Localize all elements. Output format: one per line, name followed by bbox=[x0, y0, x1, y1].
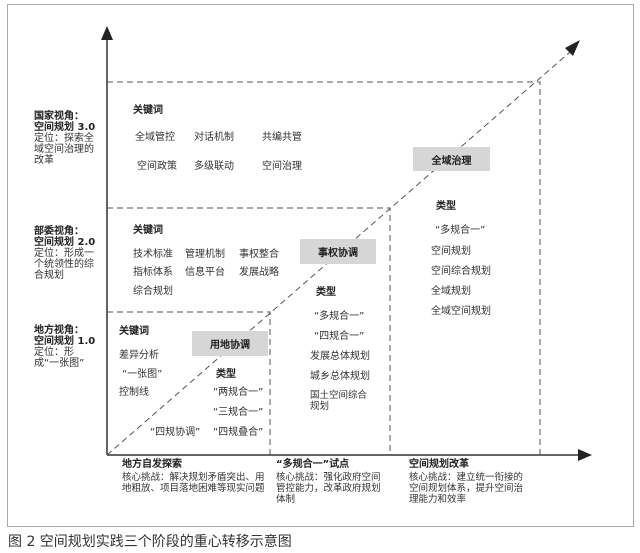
level-subtitle: 空间规划 3.0 bbox=[34, 122, 96, 133]
level1-bound bbox=[107, 311, 271, 455]
keyword: 空间治理 bbox=[262, 161, 302, 172]
keyword: “一张图” bbox=[122, 369, 163, 380]
level-desc: 定位：形成一个统领性的综合规划 bbox=[34, 248, 94, 281]
type-item: “多规合一” bbox=[435, 225, 486, 236]
phase-2: “多规合一”试点 核心挑战：强化政府空间管控能力，改革政府规划体制 bbox=[276, 459, 384, 505]
diagonal-trend bbox=[106, 51, 571, 456]
keywords-heading: 关键词 bbox=[119, 326, 149, 337]
keyword: 事权整合 bbox=[239, 249, 279, 260]
phase-title: “多规合一”试点 bbox=[276, 459, 350, 470]
phase-1: 地方自发探索 核心挑战：解决规划矛盾突出、用地粗放、项目落地困难等现实问题 bbox=[122, 459, 267, 494]
types-heading: 类型 bbox=[436, 201, 456, 212]
x-arrow-head bbox=[578, 449, 592, 461]
level-title: 部委视角： bbox=[34, 226, 84, 237]
keyword: 差异分析 bbox=[119, 350, 159, 361]
figure-caption: 图 2 空间规划实践三个阶段的重心转移示意图 bbox=[8, 534, 292, 550]
type-item: 空间规划 bbox=[431, 246, 471, 257]
type-item: “四规合一” bbox=[314, 331, 365, 342]
type-item: 发展总体规划 bbox=[310, 351, 370, 362]
phase-3: 空间规划改革 核心挑战：建立统一衔接的空间规划体系，提升空间治理能力和效率 bbox=[409, 459, 529, 505]
y-arrow-head bbox=[101, 26, 113, 40]
level-title: 国家视角： bbox=[34, 111, 84, 122]
focus-box: 事权协调 bbox=[300, 239, 376, 264]
phase-title: 空间规划改革 bbox=[409, 459, 469, 470]
type-item: 空间综合规划 bbox=[431, 266, 491, 277]
keyword: 多级联动 bbox=[194, 161, 234, 172]
type-item: 全域空间规划 bbox=[431, 306, 491, 317]
keyword: 全域管控 bbox=[135, 132, 175, 143]
keyword: 对话机制 bbox=[194, 132, 234, 143]
keyword: 信息平台 bbox=[185, 267, 225, 278]
level-2-label: 部委视角： 空间规划 2.0 定位：形成一个统领性的综合规划 bbox=[34, 226, 104, 281]
level-subtitle: 空间规划 1.0 bbox=[34, 336, 96, 347]
keywords-heading: 关键词 bbox=[133, 225, 163, 236]
level3-bound bbox=[107, 81, 541, 455]
keyword: 空间政策 bbox=[137, 161, 177, 172]
keyword: 控制线 bbox=[119, 387, 149, 398]
phase-desc: 核心挑战：建立统一衔接的空间规划体系，提升空间治理能力和效率 bbox=[409, 472, 524, 505]
phase-desc: 核心挑战：解决规划矛盾突出、用地粗放、项目落地困难等现实问题 bbox=[122, 472, 265, 494]
type-item: “多规合一” bbox=[314, 311, 365, 322]
level-1-label: 地方视角： 空间规划 1.0 定位：形成“一张图” bbox=[34, 325, 104, 369]
focus-box: 全域治理 bbox=[413, 147, 490, 171]
keyword: “四规协调” bbox=[150, 427, 201, 438]
type-item: 全域规划 bbox=[431, 286, 471, 297]
type-item: 城乡总体规划 bbox=[310, 371, 370, 382]
keyword: 发展战略 bbox=[239, 267, 279, 278]
level-desc: 定位：探索全域空间治理的改革 bbox=[34, 133, 94, 166]
level-subtitle: 空间规划 2.0 bbox=[34, 237, 96, 248]
type-item: “四规叠合” bbox=[213, 427, 264, 438]
diagram-frame bbox=[7, 4, 634, 527]
phase-desc: 核心挑战：强化政府空间管控能力，改革政府规划体制 bbox=[276, 472, 381, 505]
type-item: “三规合一” bbox=[213, 407, 264, 418]
level-desc: 定位：形成“一张图” bbox=[34, 347, 85, 369]
level2-bound bbox=[107, 207, 391, 455]
type-item: “两规合一” bbox=[213, 387, 264, 398]
types-heading: 类型 bbox=[216, 369, 236, 380]
keyword: 指标体系 bbox=[133, 267, 173, 278]
keyword: 共编共管 bbox=[262, 132, 302, 143]
phase-title: 地方自发探索 bbox=[122, 459, 182, 470]
types-heading: 类型 bbox=[316, 287, 336, 298]
type-item: 国土空间综合规划 bbox=[310, 390, 368, 412]
focus-box: 用地协调 bbox=[192, 331, 268, 356]
diagonal-arrow-head bbox=[565, 40, 580, 56]
level-3-label: 国家视角： 空间规划 3.0 定位：探索全域空间治理的改革 bbox=[34, 111, 104, 166]
keyword: 管理机制 bbox=[185, 249, 225, 260]
keywords-heading: 关键词 bbox=[133, 105, 163, 116]
keyword: 技术标准 bbox=[133, 249, 173, 260]
level-title: 地方视角： bbox=[34, 325, 84, 336]
keyword: 综合规划 bbox=[133, 286, 173, 297]
